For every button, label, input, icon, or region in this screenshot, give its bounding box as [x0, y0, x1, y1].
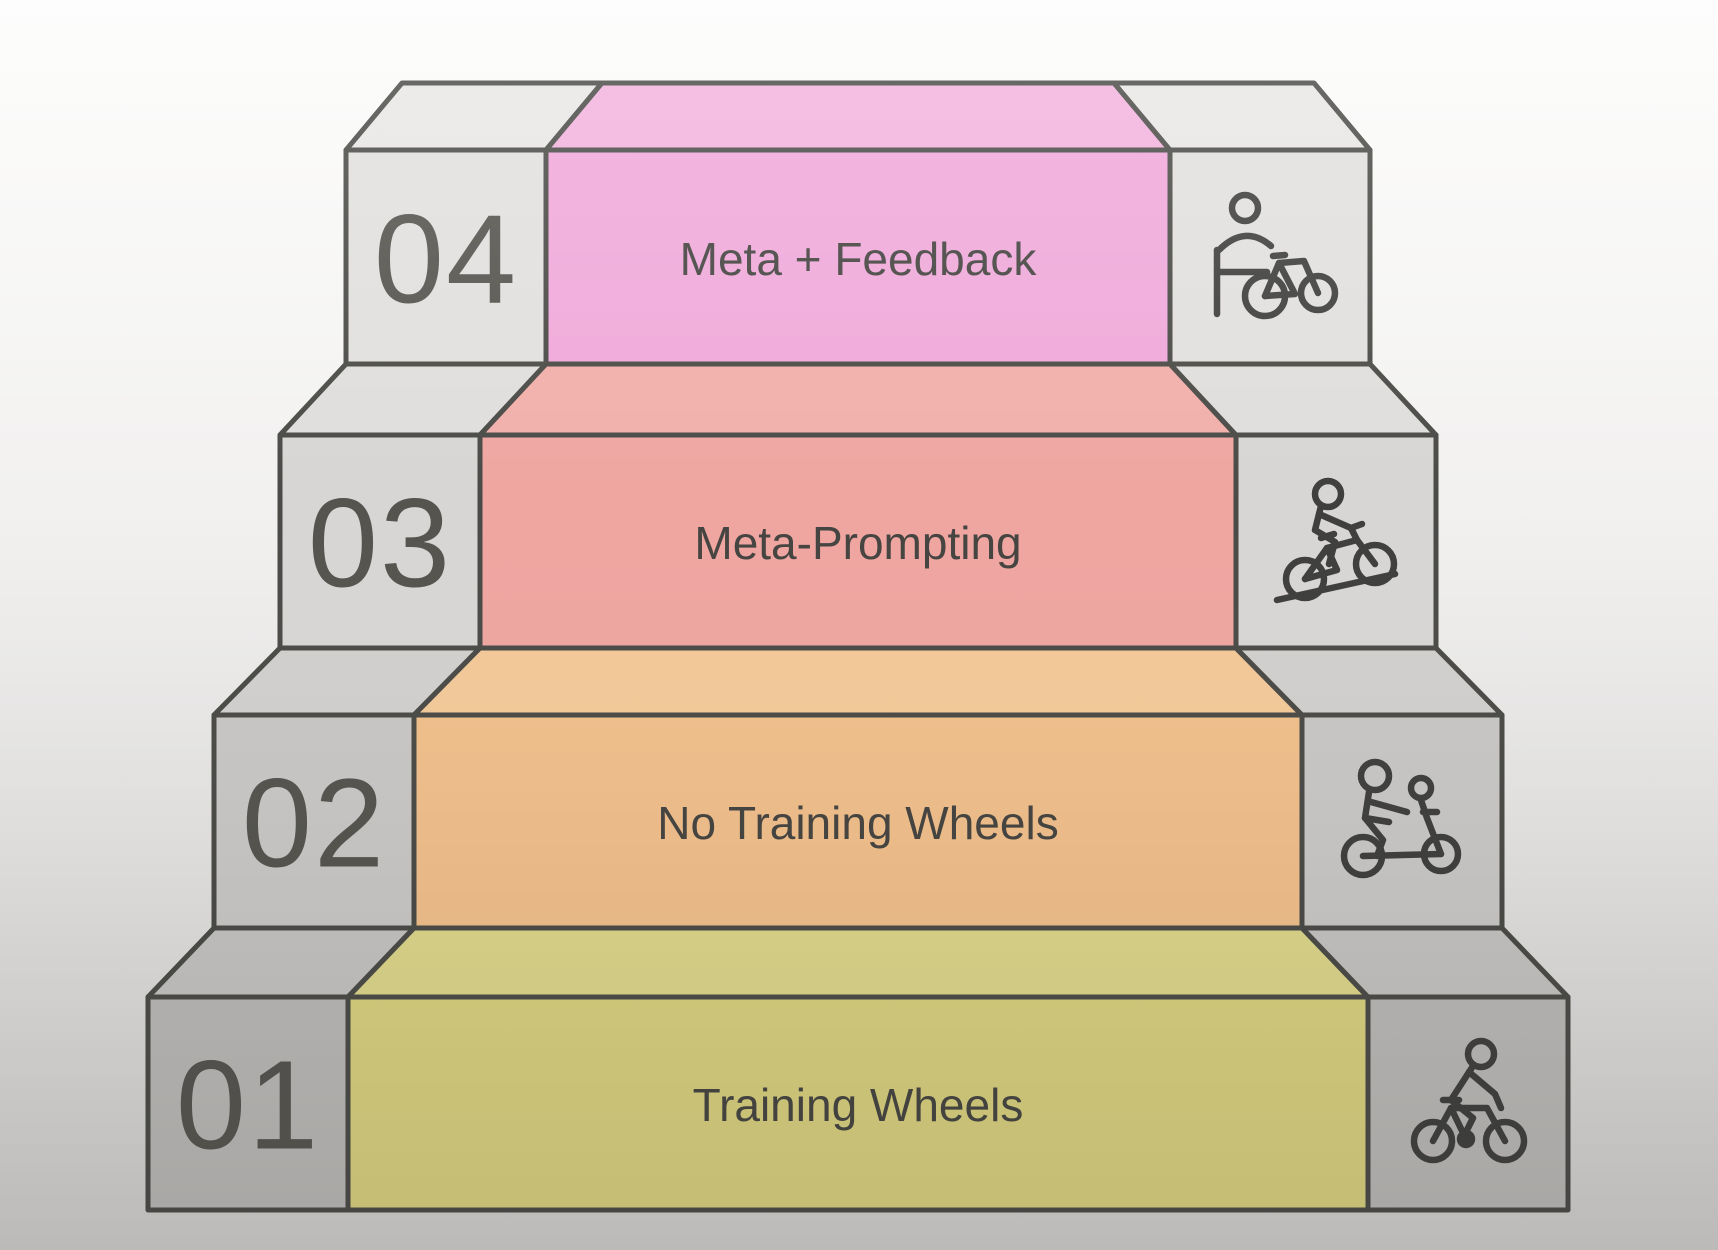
level-04-label: Meta + Feedback	[680, 233, 1038, 285]
level-03-block	[277, 361, 1439, 651]
level-01-label: Training Wheels	[693, 1079, 1024, 1131]
level-04-center-top-face	[543, 80, 1173, 153]
level-02-block	[211, 645, 1505, 931]
level-02-number: 02	[242, 753, 386, 894]
level-01-icon-box	[1365, 994, 1571, 1213]
level-02-icon-box	[1299, 712, 1505, 931]
level-02-center-top-face	[411, 645, 1305, 718]
level-01-center-top-face	[345, 925, 1371, 1000]
level-01-block	[145, 925, 1571, 1213]
level-03-number: 03	[308, 473, 452, 614]
level-01-number: 01	[176, 1035, 320, 1176]
level-04-number: 04	[374, 189, 518, 330]
level-02-label: No Training Wheels	[657, 797, 1058, 849]
level-03-center-top-face	[477, 361, 1239, 438]
level-03-label: Meta-Prompting	[694, 517, 1021, 569]
